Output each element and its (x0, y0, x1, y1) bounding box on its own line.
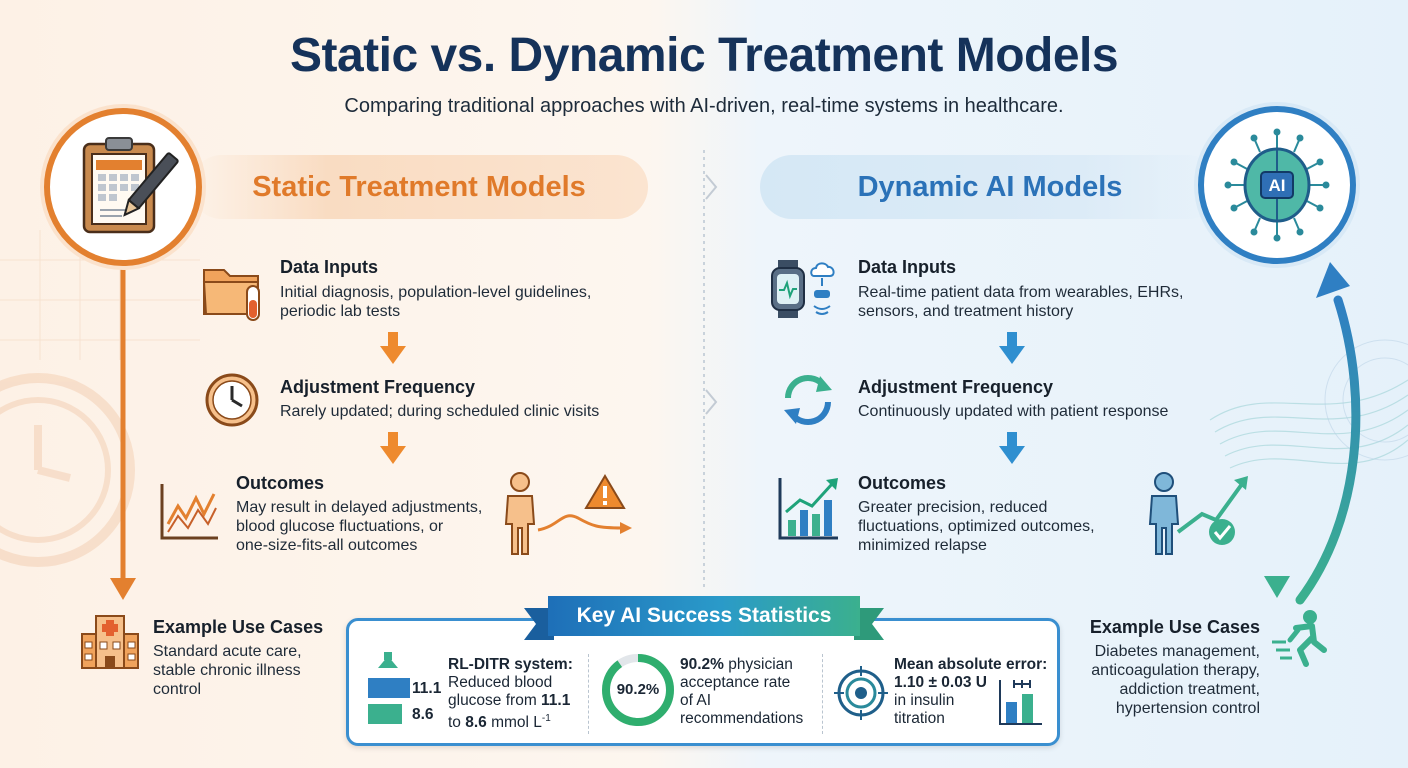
rl-bar-bottom-value: 8.6 (412, 706, 434, 723)
arrow-down-icon (999, 332, 1025, 364)
static-adjust-heading: Adjustment Frequency (280, 377, 476, 397)
stats-banner-ribbon (524, 608, 884, 640)
dynamic-adjust-heading: Adjustment Frequency (858, 377, 1054, 397)
glucose-bars-icon (368, 652, 410, 724)
dynamic-outcomes-text: Greater precision, reduced fluctuations,… (858, 499, 1095, 554)
folder-test-tube-icon (202, 269, 260, 321)
clipboard-calendar-pen-icon (82, 137, 179, 234)
dynamic-adjust-text: Continuously updated with patient respon… (858, 403, 1169, 420)
page-title: Static vs. Dynamic Treatment Models (289, 29, 1119, 82)
static-cases-text: Standard acute care, stable chronic illn… (153, 643, 302, 698)
person-warning-icon (504, 472, 632, 555)
dynamic-badge: AI (1198, 106, 1356, 264)
ai-brain-circuit-icon (1224, 128, 1330, 242)
static-outcomes-text: May result in delayed adjustments, blood… (236, 499, 483, 554)
static-inputs-text: Initial diagnosis, population-level guid… (280, 284, 592, 320)
stats-divider (588, 654, 589, 734)
acceptance-ring-arc (602, 654, 674, 726)
dynamic-section-title: Dynamic AI Models (760, 155, 1220, 219)
dynamic-inputs-text: Real-time patient data from wearables, E… (858, 284, 1184, 320)
acceptance-ring-label: 90.2% (616, 681, 660, 698)
static-cases-heading: Example Use Cases (153, 617, 324, 637)
acceptance-ring-chart (602, 654, 674, 726)
fluctuating-line-chart-icon (160, 484, 218, 540)
stats-panel (346, 618, 1060, 746)
rl-bar-top-value: 11.1 (412, 680, 442, 697)
dynamic-cases-text: Diabetes management, anticoagulation the… (1091, 643, 1260, 717)
arrow-down-icon (380, 432, 406, 464)
hospital-icon (81, 615, 139, 669)
running-person-icon (1272, 610, 1327, 667)
smartwatch-cloud-sensor-icon (771, 260, 835, 318)
static-section-title: Static Treatment Models (190, 155, 648, 219)
mae-stat: Mean absolute error: 1.10 ± 0.03 U in in… (894, 656, 1048, 727)
static-adjust-text: Rarely updated; during scheduled clinic … (280, 403, 600, 420)
background-clock-gear-icon (0, 373, 135, 567)
target-icon (834, 666, 888, 720)
rising-bar-chart-icon (778, 478, 838, 540)
page-subtitle: Comparing traditional approaches with AI… (344, 95, 1064, 117)
stats-divider (822, 654, 823, 734)
error-bar-chart-icon (999, 680, 1042, 725)
dynamic-cases-heading: Example Use Cases (1089, 617, 1260, 637)
arrow-down-icon (380, 332, 406, 364)
arrow-down-icon (999, 432, 1025, 464)
static-inputs-heading: Data Inputs (280, 257, 379, 277)
clock-icon (205, 373, 259, 427)
static-outcomes-heading: Outcomes (236, 473, 325, 493)
static-badge (44, 108, 202, 266)
rl-ditr-stat: RL-DITR system: Reduced blood glucose fr… (448, 656, 573, 732)
refresh-cycle-icon (784, 375, 832, 425)
dynamic-outcomes-heading: Outcomes (858, 473, 947, 493)
dynamic-inputs-heading: Data Inputs (858, 257, 957, 277)
person-checkmark-icon (1148, 472, 1248, 555)
ai-badge-label: AI (1268, 176, 1286, 195)
stats-banner: Key AI Success Statistics (548, 596, 860, 636)
acceptance-stat: 90.2% physician acceptance rate of AI re… (680, 656, 804, 727)
